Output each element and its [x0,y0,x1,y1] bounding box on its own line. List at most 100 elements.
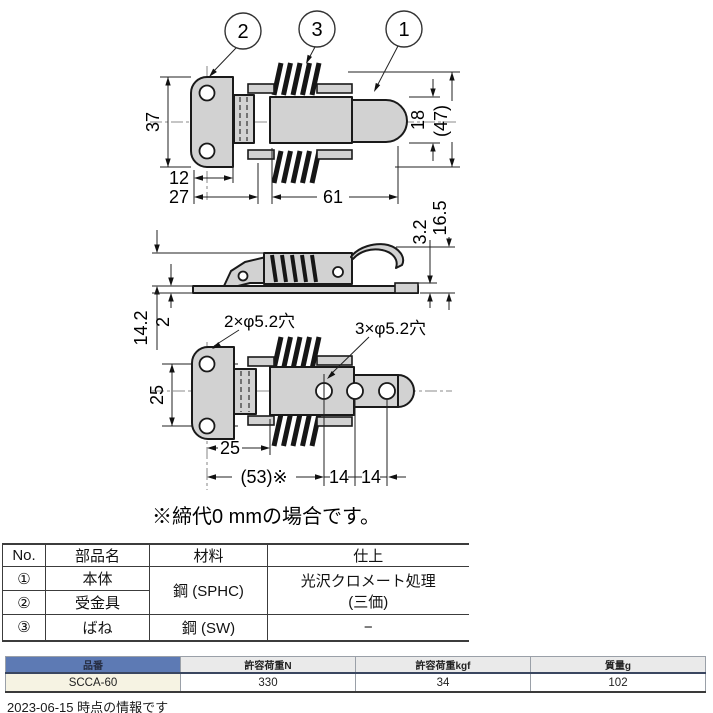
svg-text:37: 37 [143,112,163,132]
spring-coils-bottom [271,413,322,447]
pivot-rivet [332,266,344,278]
dim-2: 2 [152,264,193,327]
svg-text:25: 25 [220,438,240,458]
body-hole [378,382,396,400]
spec-data-row: SCCA-60 330 34 102 [5,672,706,693]
svg-text:(47): (47) [431,105,451,137]
catch-plate [190,76,234,168]
mounting-hole [198,417,216,435]
finish-line1: 光沢クロメート処理 [300,572,436,590]
frame-arm [247,356,275,367]
svg-text:2: 2 [153,317,173,327]
frame-arm [247,415,275,426]
dim-18: 18 [408,79,440,161]
svg-text:25: 25 [147,385,167,405]
svg-text:14: 14 [361,467,381,487]
dim-47: (47) [348,71,460,168]
col-header-material: 材料 [149,543,268,567]
dim-14-2: 14.2 [131,230,264,350]
part-name-spring: ばね [45,614,150,642]
load-kgf-value: 34 [355,672,531,693]
frame-arm [247,83,275,94]
frame-arm [316,355,353,366]
finish-line2: (三価) [348,593,389,611]
dim-53: (53)※ [207,374,388,487]
hook-lever [350,243,405,269]
svg-text:2: 2 [237,21,248,43]
callout-2: 2 [209,12,262,77]
part-no-3: ③ [2,614,46,642]
body-hole [346,382,364,400]
info-date-footer: 2023-06-15 時点の情報です [7,700,169,713]
base-end-tab [394,282,419,294]
svg-text:61: 61 [323,187,343,207]
svg-text:14.2: 14.2 [131,310,151,345]
spring-coils-bottom [271,150,322,184]
part-name-catch: 受金具 [45,590,150,615]
strike-arm-end [397,374,415,408]
spring-coils-side [270,254,318,283]
frame-arm [247,149,275,160]
dim-61: 61 [271,146,399,207]
col-header-finish: 仕上 [267,543,469,567]
pivot-rivet [237,270,249,282]
part-number-value: SCCA-60 [5,672,181,693]
spec-header-row: 品番 許容荷重N 許容荷重kgf 質量g [5,656,706,674]
spec-table: 品番 許容荷重N 許容荷重kgf 質量g SCCA-60 330 34 102 [5,656,706,693]
label-3-holes: 3×φ5.2穴 [327,319,426,379]
svg-text:3×φ5.2穴: 3×φ5.2穴 [355,319,426,338]
col-header-part-name: 部品名 [45,543,150,567]
spring-housing [263,252,353,285]
part-no-2: ② [2,590,46,615]
load-n-value: 330 [180,672,356,693]
svg-text:18: 18 [408,110,428,130]
svg-text:27: 27 [169,187,189,207]
mounting-hole [198,84,216,102]
dim-27: 27 [169,163,259,207]
callout-1: 1 [374,10,423,92]
tightening-note: ※締代0 mmの場合です。 [152,506,380,528]
dim-16-5: 16.5 [430,200,452,310]
latch-body-head [351,99,408,143]
side-view: 3.2 16.5 14.2 2 [131,200,455,350]
spring-coils-top [271,62,322,96]
mass-value: 102 [530,672,706,693]
dim-3-2: 3.2 [396,219,455,308]
material-merged: 鋼 (SPHC) [149,566,268,615]
mounting-hole [198,355,216,373]
svg-text:3.2: 3.2 [410,219,430,244]
frame-arm [316,83,353,94]
callout-3: 3 [298,10,336,64]
col-header-load-kgf: 許容荷重kgf [355,656,531,674]
spring-coils-top [271,336,322,370]
dim-25-vertical: 25 [147,364,175,426]
latch-body [269,366,355,416]
top-view: 37 18 (47) 1 2 27 [143,10,460,207]
collar [233,368,257,415]
material-spring: 鋼 (SW) [149,614,268,642]
svg-text:14: 14 [329,467,349,487]
svg-text:1: 1 [398,19,409,41]
frame-arm [316,416,353,427]
table-row: ② 受金具 [2,590,469,615]
parts-table-header-row: No. 部品名 材料 仕上 [2,543,469,567]
svg-text:(53)※: (53)※ [240,467,287,487]
table-row: ① 本体 鋼 (SPHC) 光沢クロメート処理 (三価) [2,566,469,615]
bottom-view: 2×φ5.2穴 3×φ5.2穴 25 25 ( [147,312,452,490]
dim-14-14: 14 14 [324,467,406,487]
svg-text:2×φ5.2穴: 2×φ5.2穴 [224,312,295,331]
table-row: ③ ばね 鋼 (SW) − [2,614,469,642]
latch-body [269,96,353,144]
technical-drawing: 37 18 (47) 1 2 27 [131,10,460,490]
col-header-no: No. [2,543,46,567]
collar [233,94,255,144]
frame-arm [316,149,353,160]
base-plate [192,285,419,294]
finish-merged: 光沢クロメート処理 (三価) [267,566,469,615]
parts-table: No. 部品名 材料 仕上 ① 本体 鋼 (SPHC) 光沢クロメート処理 (三… [2,543,469,642]
svg-text:3: 3 [311,19,322,41]
finish-spring: − [267,614,469,642]
part-no-1: ① [2,566,46,591]
dim-37: 37 [143,76,191,168]
